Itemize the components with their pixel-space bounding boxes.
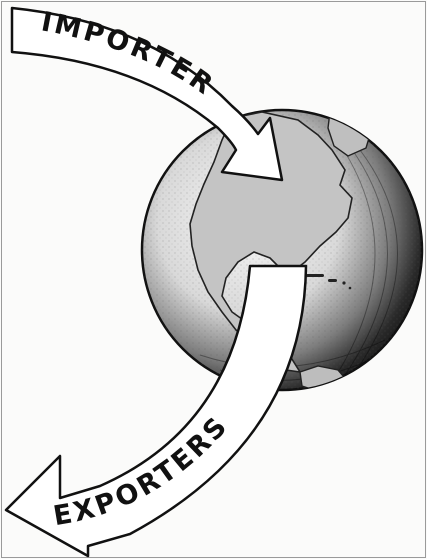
- importers-arrow: IMPORTERS: [0, 0, 282, 180]
